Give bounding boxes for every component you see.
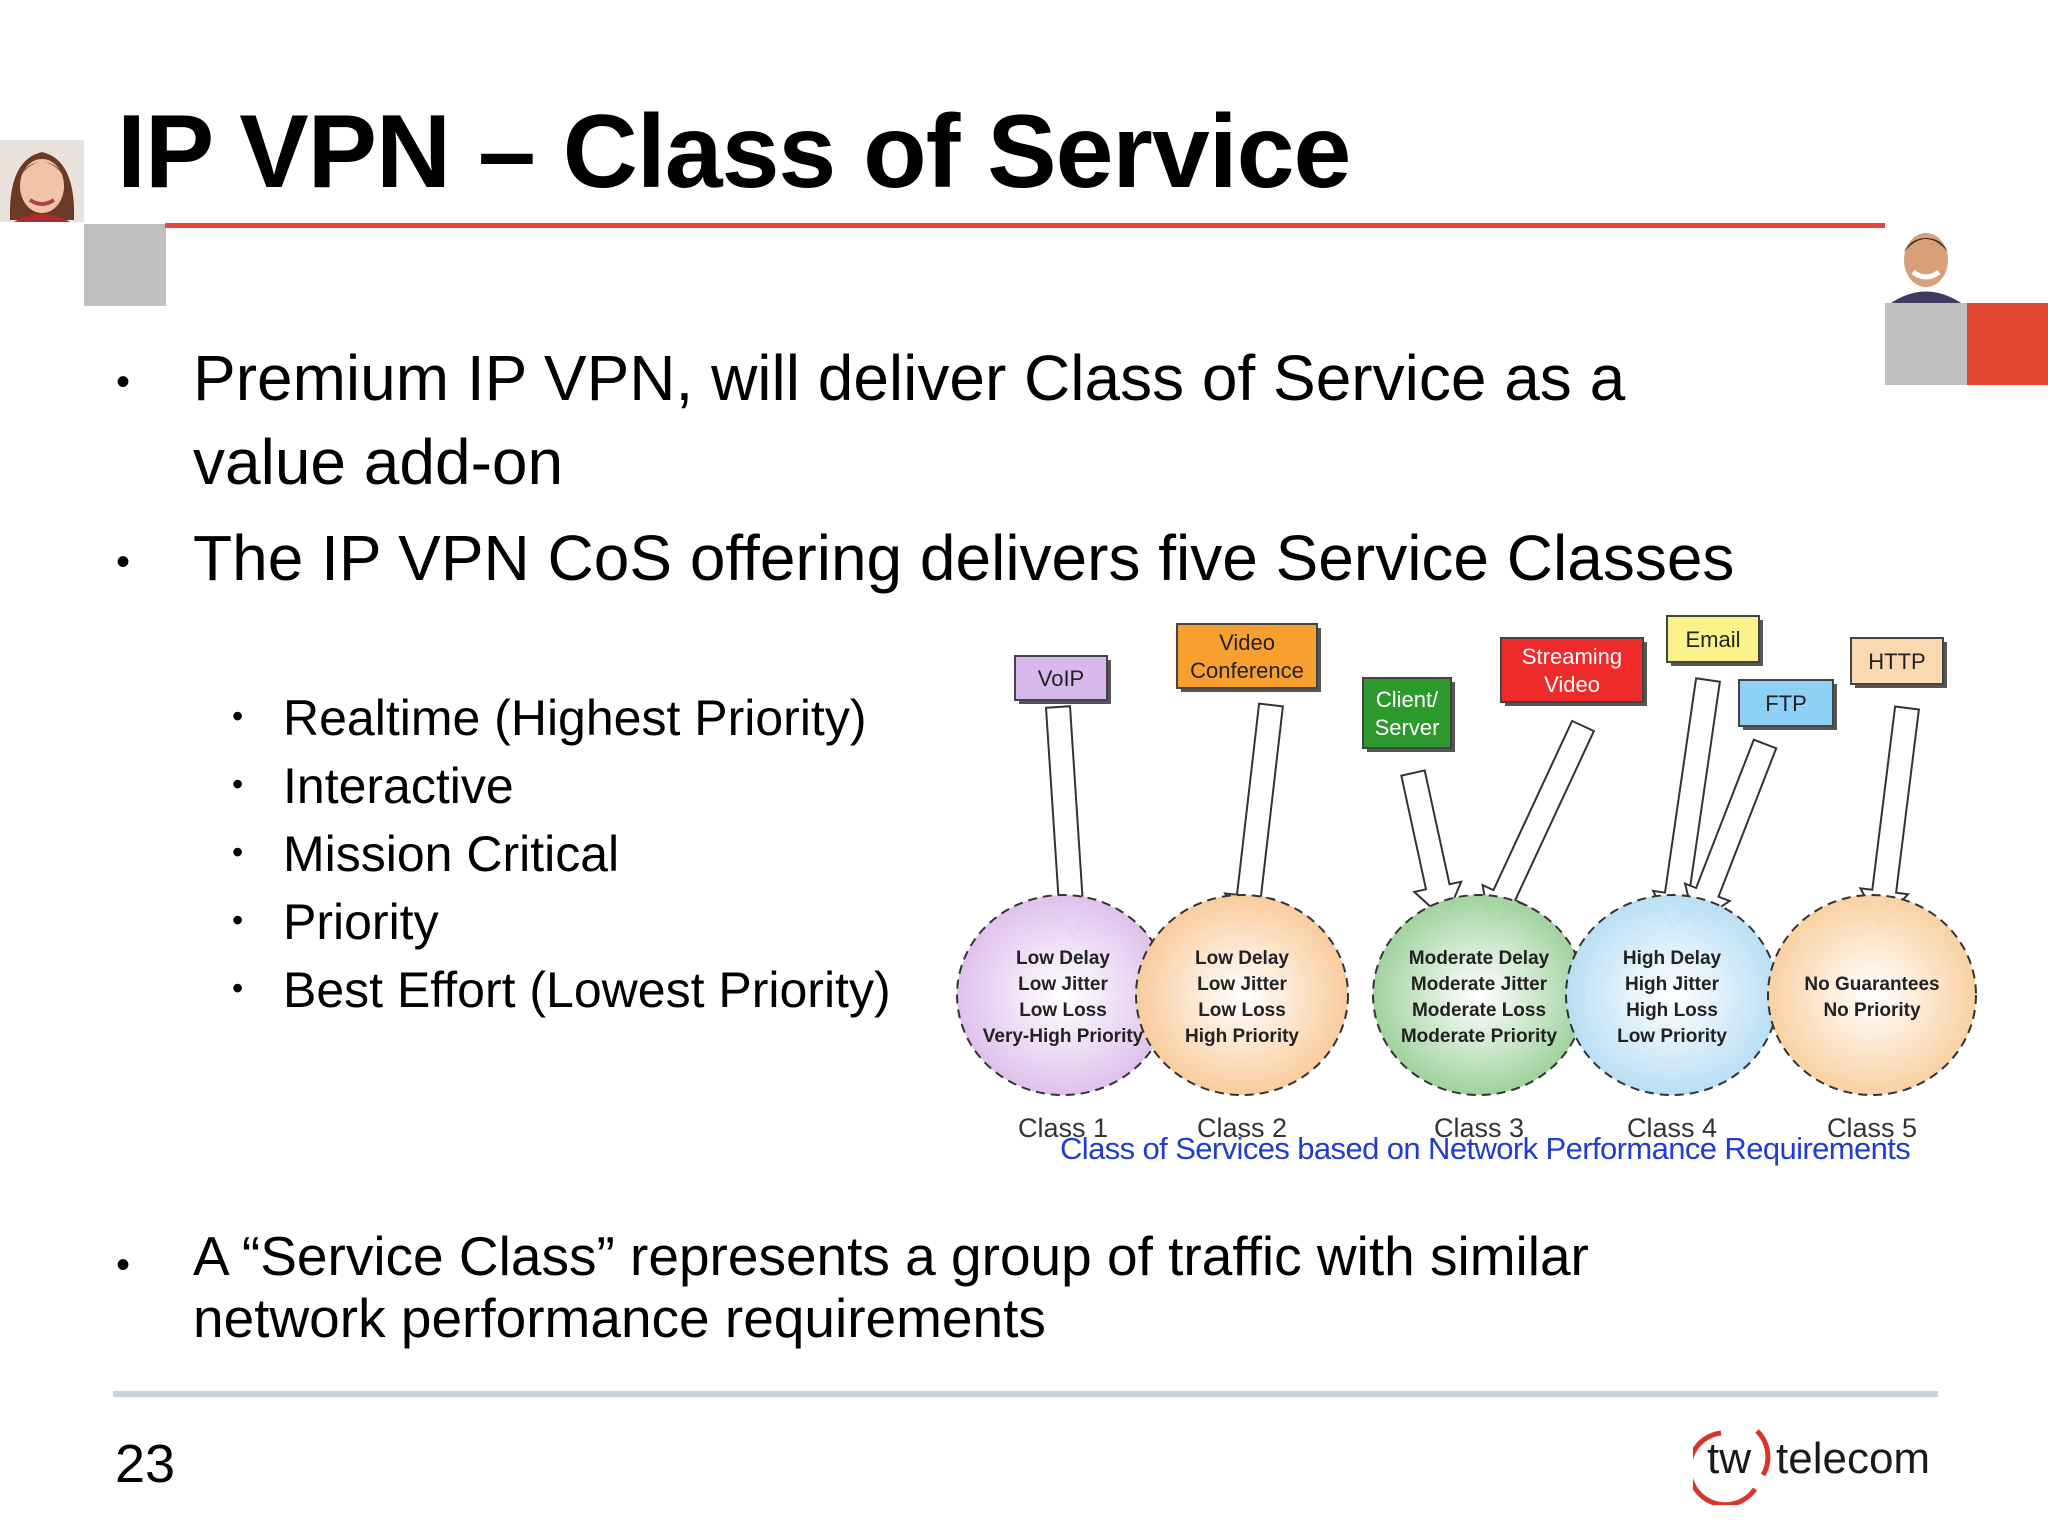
sub-bullet-text: Mission Critical	[283, 826, 620, 882]
title-underline	[165, 223, 1885, 228]
presenter-photo-right	[1885, 222, 1967, 303]
bullet-2-line-1: The IP VPN CoS offering delivers five Se…	[193, 522, 1735, 594]
presenter-photo-left	[0, 140, 84, 222]
sub-bullet-text: Interactive	[283, 758, 514, 814]
app-label: FTP	[1765, 691, 1807, 716]
decor-square-red-right	[1967, 303, 2048, 385]
app-label: HTTP	[1868, 649, 1925, 674]
class-4-attribute: High Delay	[1623, 948, 1722, 969]
class-5-attribute: No Guarantees	[1804, 974, 1939, 995]
app-label: Client/	[1376, 687, 1439, 712]
company-logo: tw telecom	[1686, 1415, 1953, 1508]
class-2-attribute: Low Delay	[1195, 948, 1289, 969]
class-4-attribute: High Loss	[1626, 1000, 1718, 1021]
class-1-attribute: Low Jitter	[1018, 974, 1108, 995]
class-3-label: Class 3	[1434, 1113, 1524, 1143]
class-3-attribute: Moderate Loss	[1412, 1000, 1546, 1021]
app-label: VoIP	[1038, 666, 1084, 691]
decor-square-gray-left	[84, 224, 166, 306]
flow-arrow	[1858, 705, 1921, 927]
svg-text:tw: tw	[1707, 1434, 1751, 1483]
class-2-label: Class 2	[1197, 1113, 1287, 1143]
slide-title: IP VPN – Class of Service	[117, 94, 1351, 210]
bullet-1: Premium IP VPN, will deliver Class of Se…	[193, 336, 1625, 504]
bullet-3-line-1: A “Service Class” represents a group of …	[193, 1225, 1589, 1287]
tw-telecom-logo: tw telecom	[1686, 1429, 1930, 1508]
class-5-bubble	[1767, 894, 1977, 1096]
sub-bullet-text: Priority	[283, 894, 439, 950]
svg-text:telecom: telecom	[1776, 1434, 1930, 1483]
page-number: 23	[115, 1434, 176, 1494]
app-box-voip: VoIP	[1014, 655, 1111, 704]
class-4-bubble	[1565, 894, 1779, 1096]
sub-bullet-marker: •	[232, 766, 244, 802]
class-4-attribute: High Jitter	[1625, 974, 1720, 995]
class-4-label: Class 4	[1627, 1113, 1717, 1143]
bullet-1-line-1: Premium IP VPN, will deliver Class of Se…	[193, 342, 1626, 414]
app-label: Conference	[1190, 658, 1304, 683]
sub-bullet-marker: •	[232, 698, 244, 734]
app-label: Video	[1544, 672, 1600, 697]
diagram-caption: Class of Services based on Network Perfo…	[1060, 1131, 1911, 1166]
app-box-client-server: Client/Server	[1362, 677, 1455, 752]
sub-bullet-marker: •	[232, 834, 244, 870]
class-1-attribute: Low Loss	[1019, 1000, 1107, 1021]
bullet-3: A “Service Class” represents a group of …	[193, 1225, 1589, 1349]
sub-bullet-marker: •	[232, 902, 244, 938]
class-5-attribute: No Priority	[1823, 1000, 1921, 1021]
decor-square-gray-right	[1885, 303, 1967, 385]
app-label: Server	[1375, 715, 1440, 740]
bullet-marker: •	[116, 360, 131, 404]
app-box-ftp: FTP	[1738, 679, 1837, 730]
class-1-label: Class 1	[1018, 1113, 1108, 1143]
class-4-attribute: Low Priority	[1617, 1026, 1727, 1047]
bullet-2: The IP VPN CoS offering delivers five Se…	[193, 516, 1734, 600]
bullet-marker: •	[116, 540, 131, 584]
class-2-bubble	[1135, 894, 1349, 1096]
app-label: Email	[1685, 627, 1740, 652]
app-label: Video	[1219, 630, 1275, 655]
sub-bullet-text: Realtime (Highest Priority)	[283, 690, 867, 746]
class-1-attribute: Low Delay	[1016, 948, 1110, 969]
sub-bullet-text: Best Effort (Lowest Priority)	[283, 962, 891, 1018]
app-label: Streaming	[1522, 644, 1622, 669]
class-2-attribute: High Priority	[1185, 1026, 1299, 1047]
class-3-attribute: Moderate Jitter	[1411, 974, 1548, 995]
app-box-http: HTTP	[1850, 637, 1947, 688]
flow-arrow	[1481, 719, 1596, 928]
class-3-attribute: Moderate Priority	[1401, 1026, 1558, 1047]
class-2-attribute: Low Jitter	[1197, 974, 1287, 995]
bullet-marker: •	[116, 1243, 131, 1287]
app-box-email: Email	[1666, 615, 1763, 666]
class-5-label: Class 5	[1827, 1113, 1917, 1143]
sub-bullet-marker: •	[232, 970, 244, 1006]
class-3-bubble	[1372, 894, 1586, 1096]
class-1-attribute: Very-High Priority	[983, 1026, 1144, 1047]
footer-divider	[113, 1391, 1938, 1397]
class-2-attribute: Low Loss	[1198, 1000, 1286, 1021]
class-3-attribute: Moderate Delay	[1409, 948, 1550, 969]
bullet-3-line-2: network performance requirements	[193, 1287, 1046, 1349]
bullet-1-line-2: value add-on	[193, 426, 564, 498]
